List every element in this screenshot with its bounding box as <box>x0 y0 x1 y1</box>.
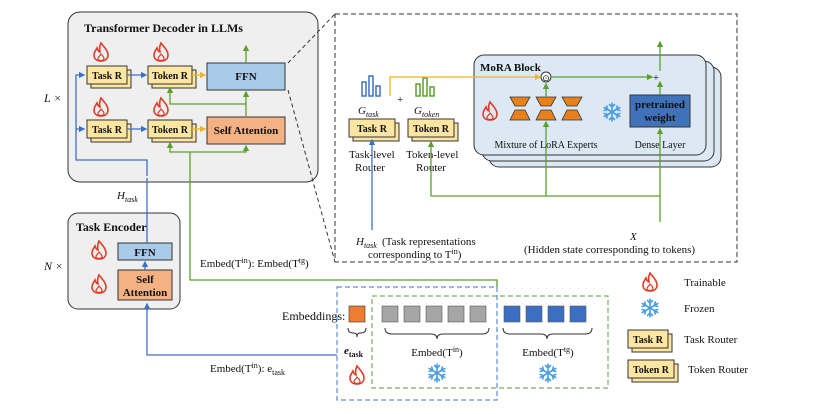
mora-zoom-panel: Gtask + Gtoken Task R Token R Task-level… <box>334 13 738 263</box>
embed-in-token <box>403 305 421 323</box>
legend-task-router: Task Router <box>684 334 738 346</box>
task-encoder-panel: Task Encoder N × FFN Self Attention <box>43 212 181 310</box>
decoder-input-group <box>371 295 609 389</box>
frozen-snowflake-icon <box>428 363 446 383</box>
decoder-arrows <box>75 44 250 176</box>
elementwise-product-symbol: ⊙ <box>542 73 550 83</box>
pretrained-weight-block: pretrained weight <box>629 94 691 128</box>
svg-text:Task R: Task R <box>92 125 123 136</box>
svg-text:Task R: Task R <box>633 335 664 346</box>
embed-tg-token <box>547 305 565 323</box>
decoder-embed-link <box>189 168 498 287</box>
svg-text:Token R: Token R <box>152 125 189 136</box>
svg-text:weight: weight <box>644 112 676 124</box>
x-label: X <box>629 231 638 243</box>
svg-text:FFN: FFN <box>134 247 155 259</box>
encoder-title: Task Encoder <box>76 220 147 234</box>
trainable-flame-icon <box>349 365 365 385</box>
encoder-input-group <box>336 286 498 401</box>
svg-text:FFN: FFN <box>235 71 256 83</box>
sum-symbol: + <box>653 72 659 84</box>
embed-in-brace <box>384 327 490 340</box>
embed-in-token <box>381 305 399 323</box>
task-representation-desc: (Task representations <box>382 236 476 248</box>
e-task-token <box>348 305 366 323</box>
trainable-flame-icon <box>642 272 658 292</box>
decoder-ffn-block: FFN <box>206 62 286 91</box>
hidden-state-desc: (Hidden state corresponding to tokens) <box>524 244 695 256</box>
encoder-self-attention-block: Self Attention <box>117 269 173 301</box>
decoder-task-router-top: Task R <box>86 65 132 89</box>
embeddings-label: Embeddings: <box>282 309 345 323</box>
e-task-brace <box>347 327 367 338</box>
encoder-embed-label: Embed(Tin): etask <box>210 361 285 377</box>
embed-in-label: Embed(Tin) <box>411 345 463 359</box>
g-token-label: Gtoken <box>414 105 439 119</box>
svg-text:Self: Self <box>136 274 154 286</box>
legend-trainable: Trainable <box>684 277 726 289</box>
decoder-self-attention-block: Self Attention <box>206 116 286 145</box>
embed-tg-token <box>569 305 587 323</box>
embed-tg-token <box>525 305 543 323</box>
embed-in-token <box>425 305 443 323</box>
zoom-connector <box>287 13 336 64</box>
mora-block-title: MoRA Block <box>480 62 542 74</box>
decoder-embed-label: Embed(Tin): Embed(Ttg) <box>200 256 309 270</box>
decoder-title: Transformer Decoder in LLMs <box>84 21 243 35</box>
legend-token-router: Token Router <box>688 364 748 376</box>
encoder-embed-link <box>143 302 337 356</box>
svg-text:Task R: Task R <box>92 71 123 82</box>
embed-tg-brace <box>502 327 593 340</box>
g-task-bar-icon <box>361 75 381 97</box>
legend-frozen: Frozen <box>684 303 715 315</box>
embed-tg-tokens <box>503 305 587 323</box>
task-representation-desc: corresponding to Tin) <box>368 247 462 261</box>
svg-text:Token R: Token R <box>413 124 450 135</box>
svg-text:Attention: Attention <box>123 287 168 299</box>
svg-text:Token R: Token R <box>633 365 670 376</box>
decoder-task-router-bottom: Task R <box>86 119 132 143</box>
task-level-router-label: Router <box>355 162 385 174</box>
g-token-bar-icon <box>415 77 435 97</box>
mora-block: MoRA Block Mixture of LoRA Experts pretr… <box>473 54 722 168</box>
zoom-task-router: Task R <box>348 118 400 142</box>
mora-arrows <box>368 40 664 230</box>
token-level-router-label: Token-level <box>406 149 458 161</box>
g-task-label: Gtask <box>358 105 379 119</box>
legend: Trainable Frozen Task R Task Router Toke… <box>627 272 748 383</box>
embed-in-token <box>469 305 487 323</box>
embeddings-row: Embeddings: etask Embed(Tin) Embed(Ttg) <box>282 286 609 401</box>
svg-text:Task R: Task R <box>357 124 388 135</box>
embed-tg-token <box>503 305 521 323</box>
legend-task-router-swatch: Task R <box>627 329 673 353</box>
zoom-token-router: Token R <box>407 118 459 142</box>
lora-experts-icon <box>509 96 583 121</box>
embed-in-token <box>447 305 465 323</box>
frozen-snowflake-icon <box>641 298 659 318</box>
embed-in-tokens <box>381 305 487 323</box>
svg-text:Self Attention: Self Attention <box>214 125 278 137</box>
decoder-token-router-bottom: Token R <box>147 119 197 143</box>
frozen-snowflake-icon <box>539 363 557 383</box>
encoder-repeat-label: N × <box>43 259 63 273</box>
decoder-repeat-label: L × <box>43 91 62 105</box>
embed-tg-label: Embed(Ttg) <box>522 345 574 359</box>
h-task-label: Htask <box>116 190 138 204</box>
decoder-panel: Transformer Decoder in LLMs L × Task R T… <box>43 11 319 183</box>
decoder-token-router-top: Token R <box>147 65 197 89</box>
encoder-ffn-block: FFN <box>117 242 173 261</box>
zoom-connector <box>287 89 336 263</box>
e-task-label: etask <box>344 345 364 359</box>
legend-token-router-swatch: Token R <box>627 359 679 383</box>
svg-text:pretrained: pretrained <box>635 99 685 111</box>
gate-plus: + <box>397 94 403 106</box>
zoom-h-task-label: Htask <box>355 236 377 250</box>
svg-text:Token R: Token R <box>152 71 189 82</box>
